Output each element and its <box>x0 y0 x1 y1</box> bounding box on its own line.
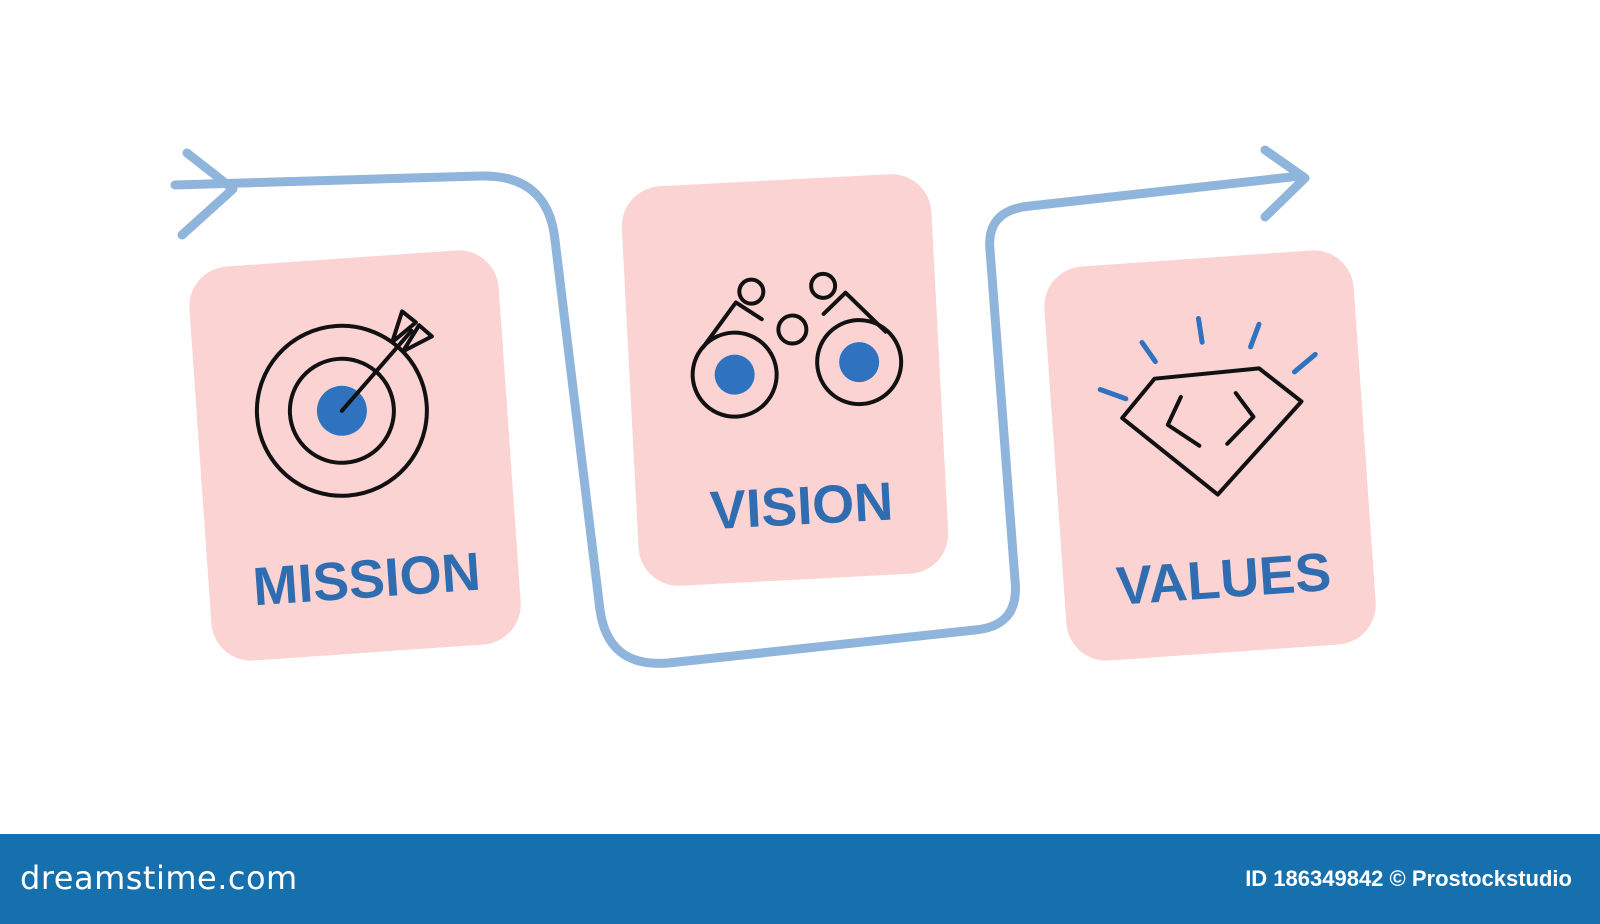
card-values: VALUES <box>1044 250 1376 661</box>
end-arrowhead <box>1260 145 1310 222</box>
footer-site-name[interactable]: dreamstime.com <box>20 859 298 897</box>
footer-bar: dreamstime.com ID 186349842 © Prostockst… <box>0 834 1600 924</box>
card-vision: VISION <box>621 174 949 586</box>
target-arrow-icon <box>254 309 434 498</box>
card-mission-background <box>189 250 521 661</box>
diamond-icon <box>1097 315 1318 497</box>
card-mission: MISSION <box>189 250 521 661</box>
flow-path <box>170 171 1305 668</box>
start-arrowhead <box>177 148 238 240</box>
card-values-label: VALUES <box>1114 542 1333 617</box>
footer-image-credit: ID 186349842 © Prostockstudio <box>1245 866 1572 891</box>
binoculars-icon <box>690 271 904 419</box>
card-vision-background <box>621 174 949 586</box>
card-vision-label: VISION <box>709 472 895 541</box>
mission-vision-values-diagram: MISSION VISION VALUES <box>170 145 1376 668</box>
card-values-background <box>1044 250 1376 661</box>
